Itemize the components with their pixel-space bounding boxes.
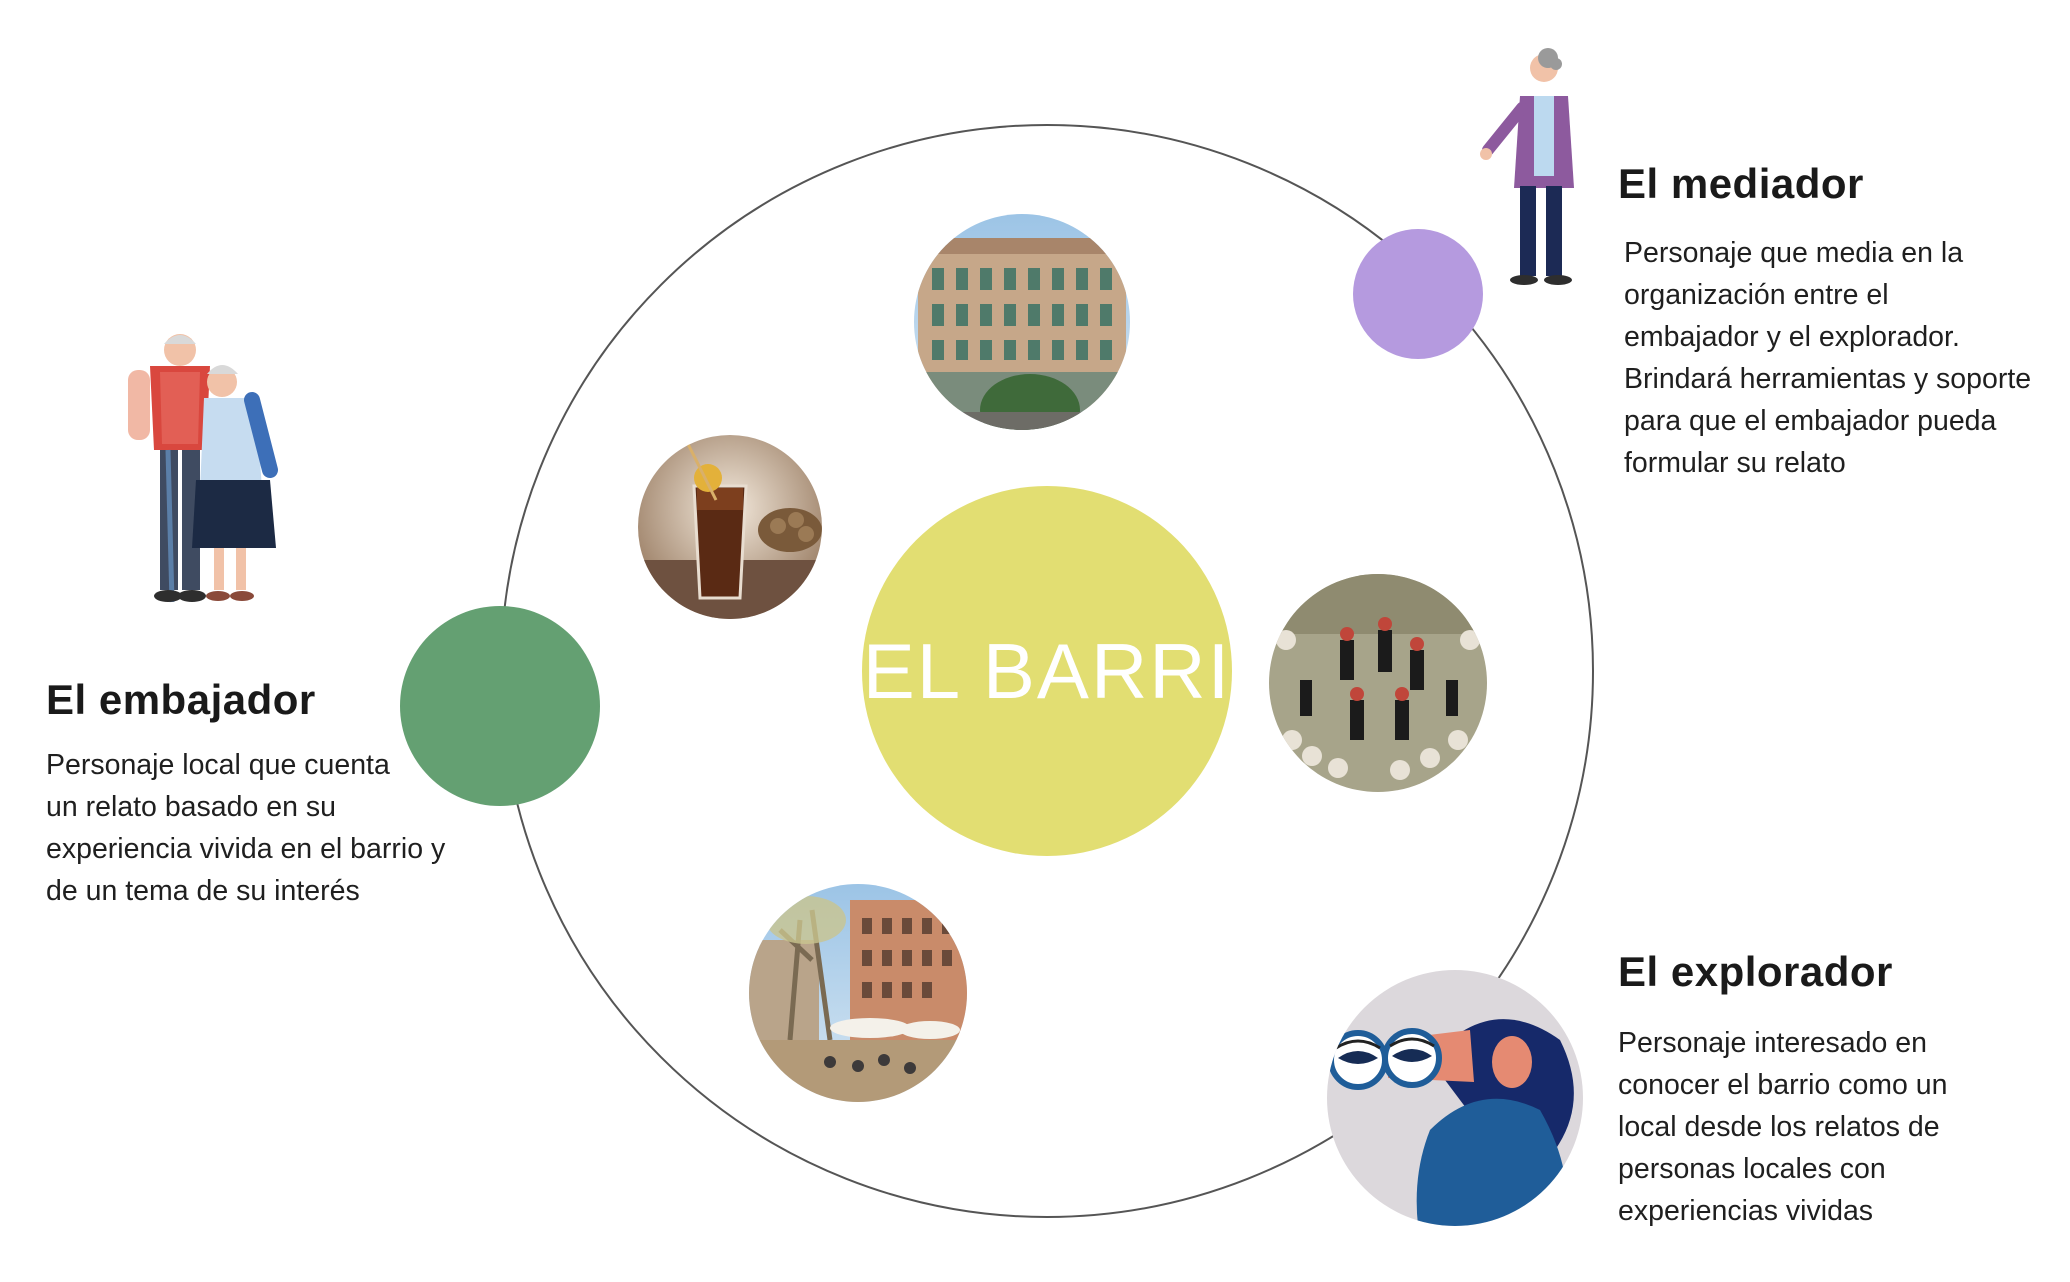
mediador-desc-line: organización entre el	[1624, 279, 1889, 311]
embajador-desc-line: de un tema de su interés	[46, 875, 360, 907]
embajador-desc-line: experiencia vivida en el barrio y	[46, 833, 446, 865]
sardana-dance-photo	[1269, 574, 1487, 792]
explorador-description: Personaje interesado en conocer el barri…	[1618, 1022, 1948, 1232]
mediador-desc-line: Personaje que media en la	[1624, 237, 1964, 269]
embajador-desc-line: un relato basado en su	[46, 791, 336, 823]
mediador-circle	[1353, 229, 1483, 359]
explorador-desc-line: local desde los relatos de	[1618, 1111, 1940, 1143]
barri-label: EL BARRI	[862, 626, 1232, 715]
explorador-illustration	[1328, 1019, 1574, 1226]
explorador-desc-line: Personaje interesado en	[1618, 1027, 1927, 1059]
mediador-title: El mediador	[1618, 160, 1864, 207]
modernist-building-photo	[914, 214, 1130, 430]
explorador-title: El explorador	[1618, 948, 1893, 995]
mediador-description: Personaje que media en la organización e…	[1624, 232, 2031, 484]
embajador-description: Personaje local que cuenta un relato bas…	[46, 744, 445, 912]
embajador-title: El embajador	[46, 676, 316, 723]
mediador-desc-line: para que el embajador pueda	[1624, 405, 1997, 437]
explorador-desc-line: conocer el barrio como un	[1618, 1069, 1948, 1101]
mediador-desc-line: embajador y el explorador.	[1624, 321, 1960, 353]
mediador-desc-line: formular su relato	[1624, 447, 1846, 479]
vermouth-drink-photo	[638, 435, 822, 619]
barri-center-circle	[862, 486, 1232, 856]
elderly-couple-illustration	[128, 334, 278, 603]
embajador-circle	[400, 606, 600, 806]
mediador-woman-illustration	[1480, 48, 1574, 285]
mediador-desc-line: Brindará herramientas y soporte	[1624, 363, 2032, 395]
embajador-desc-line: Personaje local que cuenta	[46, 749, 390, 781]
plaza-street-photo	[749, 884, 967, 1102]
explorador-desc-line: experiencias vividas	[1618, 1195, 1874, 1227]
explorador-desc-line: personas locales con	[1618, 1153, 1886, 1185]
